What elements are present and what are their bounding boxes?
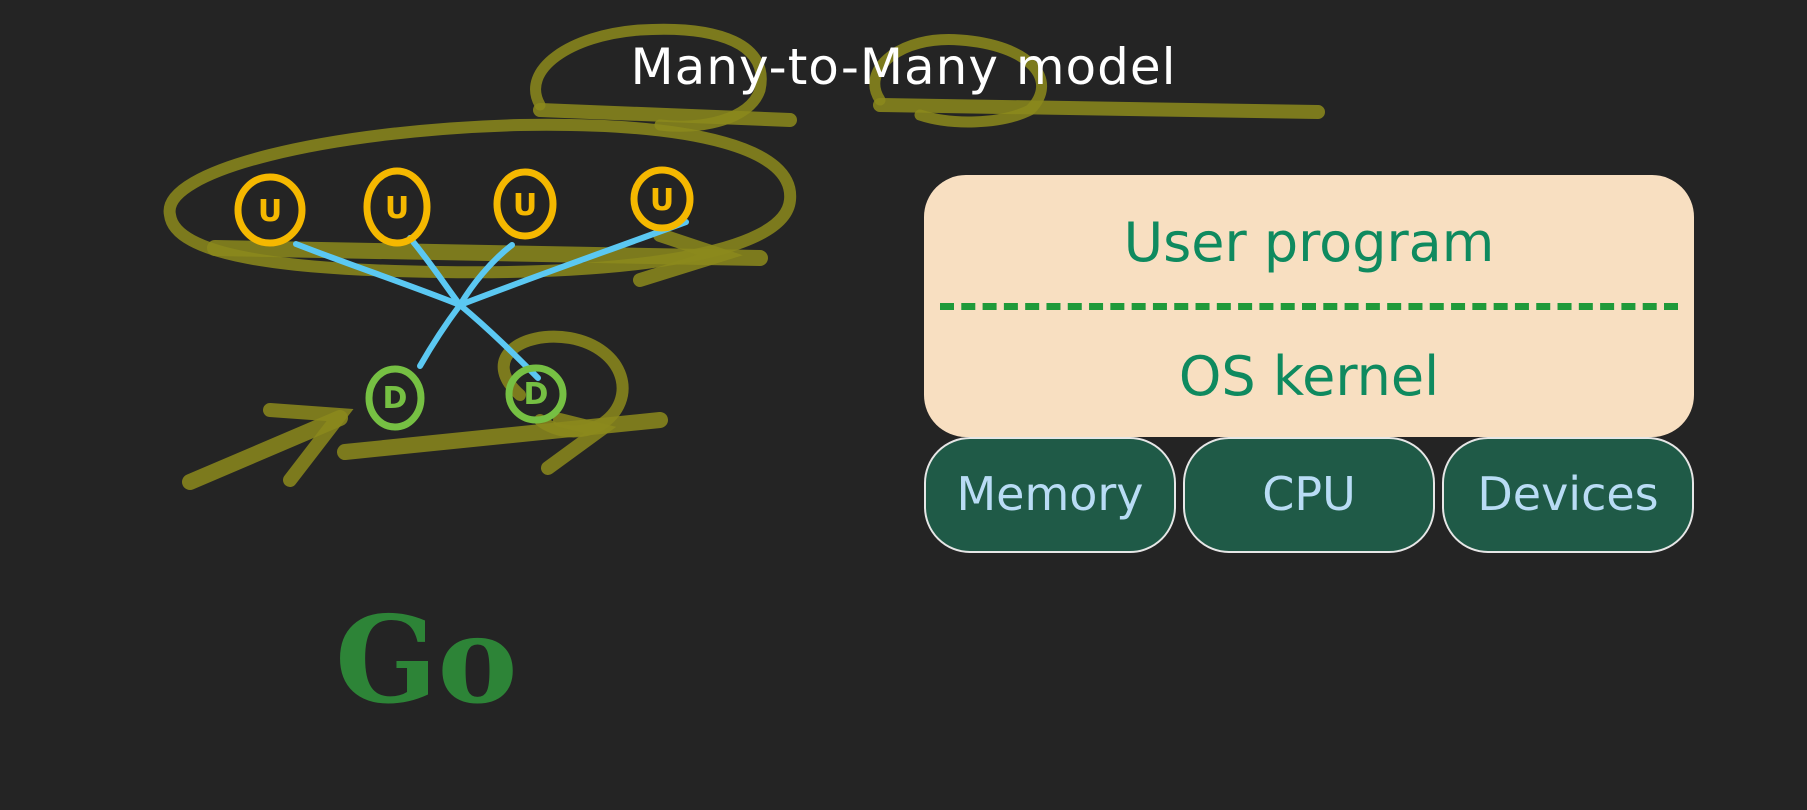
kernel-threads-pointer-arrow-head (263, 403, 354, 487)
user-threads-arrow-head (633, 228, 743, 287)
kernel-threads-pointer-arrow (182, 410, 348, 490)
connection-line (407, 235, 463, 308)
user-threads-ellipse (163, 118, 797, 279)
go-language-label: Go (335, 590, 518, 731)
kernel-threads-arrow-head (541, 413, 617, 475)
user-thread: U (363, 167, 431, 247)
kernel-thread-label: D (524, 377, 549, 412)
user-program-label: User program (1123, 211, 1495, 274)
hardware-devices-box: Devices (1442, 437, 1694, 553)
title-scribble-loop-right (869, 34, 1047, 128)
software-layer-panel: User program OS kernel (924, 175, 1694, 437)
user-thread-label: U (258, 194, 282, 229)
kernel-thread-label: D (383, 381, 408, 416)
connection-line (457, 219, 689, 308)
highlighter-annotations (163, 23, 1325, 490)
connection-line (417, 302, 463, 369)
kernel-thread-group: D D (365, 364, 567, 431)
kernel-thread: D (365, 365, 425, 431)
user-thread-label: U (385, 191, 409, 226)
title-underline-right (873, 98, 1325, 119)
kernel-thread: D (505, 364, 567, 424)
user-thread: U (234, 173, 306, 247)
os-kernel-label: OS kernel (1178, 345, 1440, 408)
hardware-memory-box: Memory (924, 437, 1176, 553)
user-thread: U (630, 166, 694, 232)
user-thread-label: U (513, 188, 537, 223)
user-thread-label: U (650, 183, 674, 218)
user-thread: U (493, 168, 557, 240)
connection-line (457, 242, 515, 308)
user-threads-underline (207, 240, 768, 266)
layer-divider (940, 303, 1678, 310)
hardware-cpu-box: CPU (1183, 437, 1435, 553)
slide-title: Many-to-Many model (630, 38, 1177, 96)
title-underline-left (533, 103, 797, 127)
os-layer-stack: User program OS kernel Memory CPU Device… (924, 175, 1694, 557)
user-thread-group: U U U U (234, 166, 694, 247)
connection-line (293, 241, 463, 308)
